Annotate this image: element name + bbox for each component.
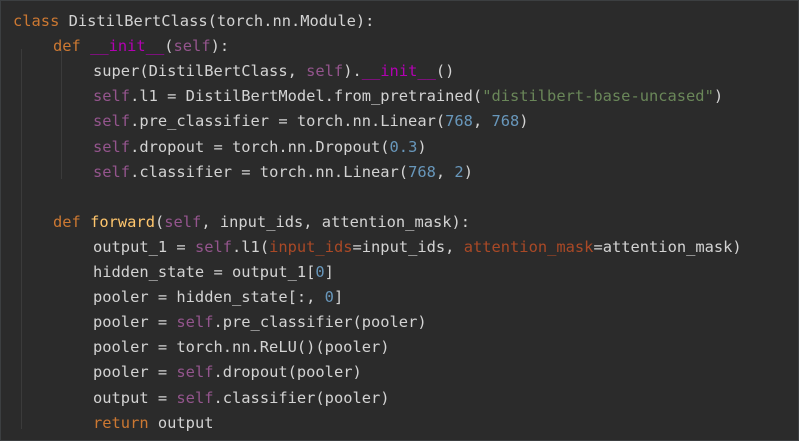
code-line[interactable]: pooler = hidden_state[:, 0] xyxy=(93,285,343,310)
code-token: ). xyxy=(343,62,362,81)
code-token: .l1( xyxy=(232,237,270,256)
code-token: .classifier = torch.nn.Linear( xyxy=(130,162,409,181)
code-token: pooler = xyxy=(93,363,177,382)
code-token: self xyxy=(164,212,202,231)
code-token: , input_ids, attention_mask): xyxy=(201,212,471,231)
code-token: () xyxy=(435,62,455,81)
code-token xyxy=(81,37,90,55)
code-token: .pre_classifier(pooler) xyxy=(213,313,427,332)
code-token: input_ids xyxy=(269,237,353,256)
code-token: ] xyxy=(333,288,344,307)
code-token: 0 xyxy=(315,263,325,281)
code-token: forward xyxy=(90,212,155,231)
code-token: self xyxy=(176,313,214,332)
code-token: , xyxy=(472,112,492,131)
code-token: self xyxy=(176,363,214,382)
code-line[interactable]: pooler = self.dropout(pooler) xyxy=(93,360,362,385)
code-token: ) xyxy=(713,87,724,106)
code-line[interactable]: self.dropout = torch.nn.Dropout(0.3) xyxy=(93,135,427,160)
code-token: , xyxy=(435,162,455,181)
code-token: self xyxy=(194,237,233,256)
code-token: output xyxy=(148,413,214,432)
code-token: pooler = torch.nn.ReLU()(pooler) xyxy=(93,338,390,357)
code-token: =attention_mask) xyxy=(593,237,742,256)
code-token: DistilBertClass(torch.nn.Module): xyxy=(59,12,375,30)
code-line[interactable]: def forward(self, input_ids, attention_m… xyxy=(53,210,470,235)
code-token: self xyxy=(93,112,131,131)
code-token: pooler = xyxy=(93,313,177,332)
indent-guide xyxy=(61,49,62,179)
code-token: ) xyxy=(463,162,473,181)
code-line[interactable]: output = self.classifier(pooler) xyxy=(93,386,390,411)
indent-guide xyxy=(21,49,22,429)
code-token: def xyxy=(53,212,81,231)
code-token: ] xyxy=(324,263,334,281)
code-token: 0.3 xyxy=(389,137,418,156)
code-token: self xyxy=(93,87,131,106)
code-token: __init__ xyxy=(361,62,436,81)
code-line[interactable]: pooler = torch.nn.ReLU()(pooler) xyxy=(93,335,390,360)
code-token: 768 xyxy=(408,162,436,181)
code-token xyxy=(81,213,90,231)
code-token: def xyxy=(53,37,81,56)
code-token: attention_mask xyxy=(463,237,594,256)
code-token: __init__ xyxy=(90,37,165,56)
code-token: self xyxy=(176,388,214,407)
code-line[interactable]: return output xyxy=(93,411,213,436)
code-line[interactable]: output_1 = self.l1(input_ids=input_ids, … xyxy=(93,235,742,260)
code-token: class xyxy=(13,12,60,30)
code-token: output = xyxy=(93,388,177,407)
code-token: .pre_classifier = torch.nn.Linear( xyxy=(130,112,446,131)
code-token: self xyxy=(306,62,344,81)
code-token: .dropout = torch.nn.Dropout( xyxy=(130,137,390,156)
code-token: ) xyxy=(519,112,529,131)
code-token: ( xyxy=(164,37,174,56)
code-token: 0 xyxy=(324,288,334,307)
code-token: ) xyxy=(417,137,427,156)
code-token: .l1 = DistilBertModel.from_pretrained( xyxy=(130,87,483,106)
code-line[interactable]: self.pre_classifier = torch.nn.Linear(76… xyxy=(93,109,529,134)
code-line[interactable]: self.l1 = DistilBertModel.from_pretraine… xyxy=(93,84,723,109)
code-token: self xyxy=(93,137,131,156)
code-token: 768 xyxy=(445,112,473,131)
code-token: ( xyxy=(154,212,165,231)
code-token: 768 xyxy=(491,112,520,131)
code-line[interactable]: super(DistilBertClass, self).__init__() xyxy=(93,59,454,84)
code-token: =input_ids, xyxy=(352,237,464,256)
code-token: pooler = hidden_state[:, xyxy=(93,288,325,307)
code-token: ): xyxy=(210,37,230,56)
code-token: hidden_state = output_1[ xyxy=(93,263,316,281)
code-token: return xyxy=(93,413,149,432)
code-token: 2 xyxy=(454,162,464,181)
code-token: output_1 = xyxy=(93,237,195,256)
code-line[interactable]: class DistilBertClass(torch.nn.Module): xyxy=(13,9,374,34)
code-token: self xyxy=(93,162,131,181)
code-token: super(DistilBertClass, xyxy=(93,62,307,81)
code-line[interactable]: hidden_state = output_1[0] xyxy=(93,260,334,285)
code-token: .dropout(pooler) xyxy=(213,363,362,382)
code-token: "distilbert-base-uncased" xyxy=(482,87,714,106)
code-line[interactable]: def __init__(self): xyxy=(53,34,229,59)
code-line[interactable]: pooler = self.pre_classifier(pooler) xyxy=(93,310,427,335)
code-token: self xyxy=(173,37,211,56)
code-token: .classifier(pooler) xyxy=(213,388,390,407)
code-line[interactable]: self.classifier = torch.nn.Linear(768, 2… xyxy=(93,160,473,185)
